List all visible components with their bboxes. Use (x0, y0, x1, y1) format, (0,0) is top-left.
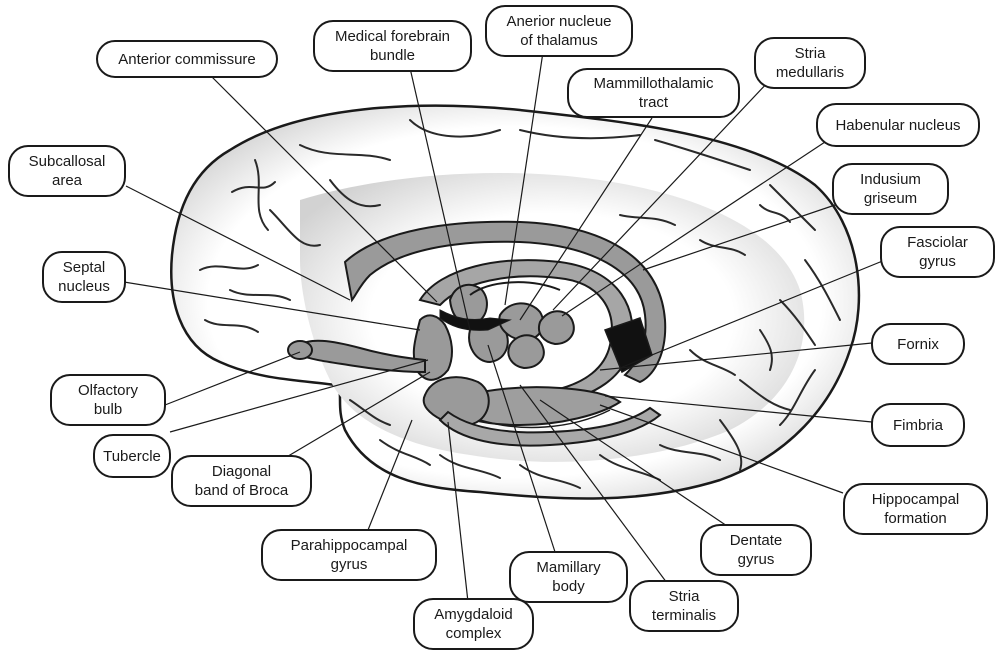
label-mammillothalamic-tract: Mammillothalamic tract (567, 68, 740, 118)
olfactory-bulb-shape (288, 341, 312, 359)
label-amygdaloid-complex: Amygdaloid complex (413, 598, 534, 650)
label-indusium-griseum: Indusium griseum (832, 163, 949, 215)
label-mamillary-body: Mamillary body (509, 551, 628, 603)
label-parahippocampal-gyrus: Parahippocampal gyrus (261, 529, 437, 581)
label-septal-nucleus: Septal nucleus (42, 251, 126, 303)
label-tubercle: Tubercle (93, 434, 171, 478)
label-habenular-nucleus: Habenular nucleus (816, 103, 980, 147)
label-anterior-nucleus-thalamus: Anerior nucleue of thalamus (485, 5, 633, 57)
label-anterior-commissure: Anterior commissure (96, 40, 278, 78)
label-fimbria: Fimbria (871, 403, 965, 447)
label-stria-terminalis: Stria terminalis (629, 580, 739, 632)
label-subcallosal-area: Subcallosal area (8, 145, 126, 197)
label-dentate-gyrus: Dentate gyrus (700, 524, 812, 576)
label-fasciolar-gyrus: Fasciolar gyrus (880, 226, 995, 278)
label-medical-forebrain-bundle: Medical forebrain bundle (313, 20, 472, 72)
label-olfactory-bulb: Olfactory bulb (50, 374, 166, 426)
label-fornix: Fornix (871, 323, 965, 365)
label-diagonal-band-broca: Diagonal band of Broca (171, 455, 312, 507)
label-hippocampal-formation: Hippocampal formation (843, 483, 988, 535)
label-stria-medullaris: Stria medullaris (754, 37, 866, 89)
